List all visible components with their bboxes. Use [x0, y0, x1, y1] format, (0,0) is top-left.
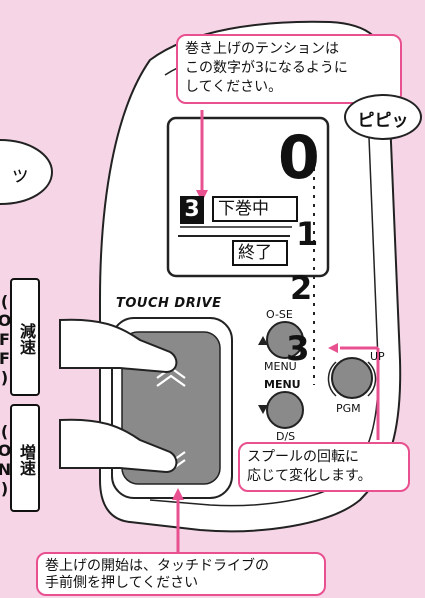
- status-bottom: 終了: [232, 240, 288, 266]
- status-top: 下巻中: [212, 196, 298, 222]
- up-label: UP: [370, 350, 385, 363]
- ds-label: D/S: [276, 430, 296, 443]
- decelerate-label: 減速(OFF): [0, 278, 40, 396]
- up-pgm-button[interactable]: [332, 358, 372, 398]
- touch-drive-button[interactable]: [122, 332, 220, 484]
- ose-label: O-SE: [266, 308, 293, 321]
- menu-button[interactable]: [267, 392, 303, 428]
- counter-digit-1: 1: [296, 215, 319, 253]
- up-pgm-button-shape: [331, 357, 373, 399]
- arrow-up-icon: [258, 336, 268, 345]
- partial-bubble-text: ッ: [10, 162, 30, 186]
- tension-value: 3: [180, 196, 204, 224]
- start-callout: 巻上げの開始は、タッチドライブの 手前側を押してください: [36, 552, 326, 596]
- counter-digit-0: 0: [278, 123, 320, 193]
- tension-callout: 巻き上げのテンションは この数字が3になるように してください。: [176, 34, 402, 104]
- spool-callout: スプールの回転に 応じて変化します。: [238, 442, 410, 492]
- counter-digit-2: 2: [290, 269, 313, 307]
- ose-button-shape: [266, 321, 304, 359]
- sound-bubble-text: ピピッ: [357, 111, 409, 131]
- ose-button[interactable]: [267, 322, 303, 358]
- pgm-label: PGM: [336, 402, 361, 415]
- brand-logo: TOUCH DRIVE: [116, 296, 222, 311]
- menu-button-shape: [266, 391, 304, 429]
- menu-label: MENU: [264, 378, 301, 391]
- partial-bubble: [0, 139, 54, 205]
- counter-digit-3: 3: [286, 329, 310, 369]
- up-pgm-ring: [327, 361, 337, 397]
- accelerate-label: 増速(ON): [0, 404, 40, 512]
- hand-top: [59, 318, 178, 374]
- arrow-down-icon: [258, 405, 268, 414]
- hand-bottom: [59, 418, 178, 474]
- sound-bubble: ピピッ: [344, 94, 422, 140]
- menu-label-top: MENU: [264, 360, 297, 373]
- pointer-lines: [176, 110, 380, 552]
